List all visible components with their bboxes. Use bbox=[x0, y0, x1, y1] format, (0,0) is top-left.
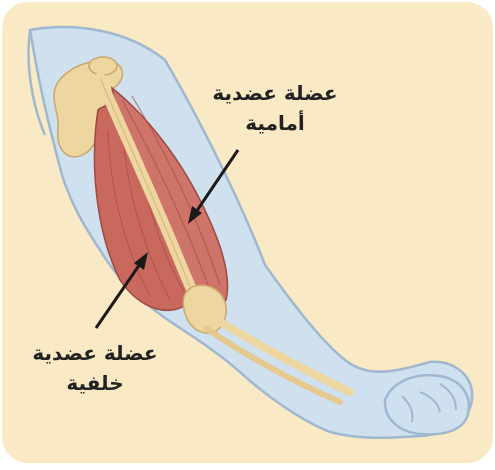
back-muscle-label: عضلة عضدية خلفية bbox=[15, 338, 175, 398]
front-muscle-label-line2: أمامية bbox=[205, 108, 345, 138]
front-muscle-label: عضلة عضدية أمامية bbox=[205, 78, 345, 138]
clavicle-end bbox=[89, 57, 117, 75]
front-muscle-label-line1: عضلة عضدية bbox=[205, 78, 345, 108]
back-muscle-label-line1: عضلة عضدية bbox=[15, 338, 175, 368]
back-muscle-label-line2: خلفية bbox=[15, 368, 175, 398]
